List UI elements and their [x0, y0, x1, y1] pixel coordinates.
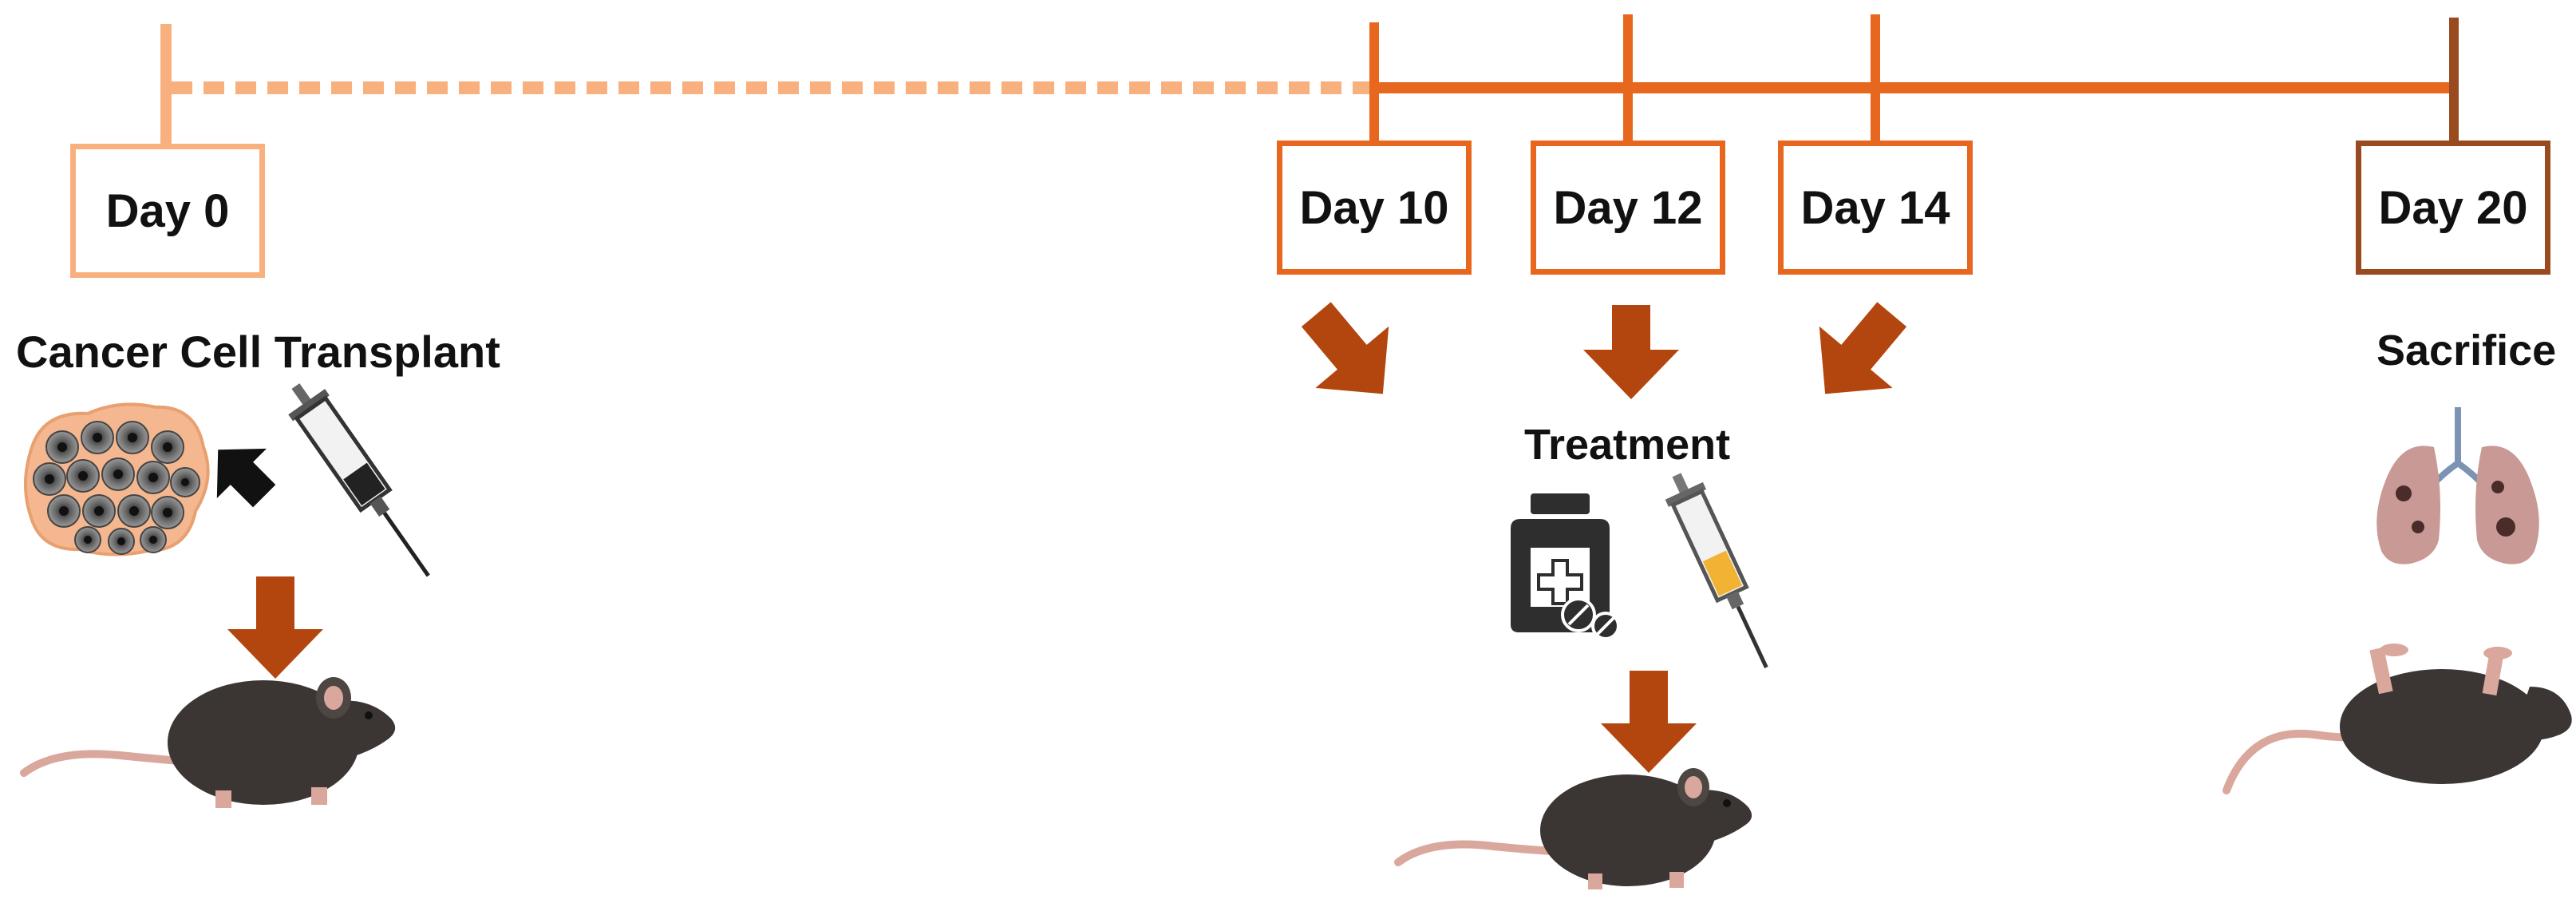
- cancer-cells-icon: [24, 402, 210, 557]
- black-arrow-icon: [216, 448, 276, 508]
- mouse-treatment-icon: [1394, 768, 1752, 889]
- day-label-10: Day 10: [1299, 181, 1449, 234]
- medicine-bottle-icon: [1511, 493, 1620, 640]
- arrow-day10-to-treatment: [1301, 302, 1389, 394]
- arrow-day12-to-treatment: [1583, 305, 1679, 399]
- day-label-14: Day 14: [1800, 181, 1950, 234]
- day-box-12: Day 12: [1531, 141, 1725, 275]
- syringe-treatment-icon: [1665, 473, 1768, 669]
- mouse-transplant-icon: [20, 677, 396, 808]
- day-box-10: Day 10: [1277, 141, 1472, 275]
- day-label-20: Day 20: [2378, 181, 2528, 234]
- day-box-20: Day 20: [2356, 141, 2550, 275]
- day-box-0: Day 0: [70, 144, 265, 278]
- day-label-0: Day 0: [105, 184, 230, 237]
- treatment-label: Treatment: [1524, 421, 1731, 469]
- day-box-14: Day 14: [1778, 141, 1973, 275]
- dead-mouse-icon: [2222, 644, 2572, 794]
- arrow-transplant-to-mouse: [227, 576, 323, 679]
- syringe-icon: [288, 383, 430, 577]
- lungs-icon: [2376, 407, 2539, 564]
- day-label-12: Day 12: [1553, 181, 1703, 234]
- arrow-treatment-to-mouse: [1601, 671, 1697, 773]
- arrow-day14-to-treatment: [1819, 302, 1907, 394]
- transplant-label: Cancer Cell Transplant: [16, 327, 500, 377]
- sacrifice-label: Sacrifice: [2376, 327, 2557, 374]
